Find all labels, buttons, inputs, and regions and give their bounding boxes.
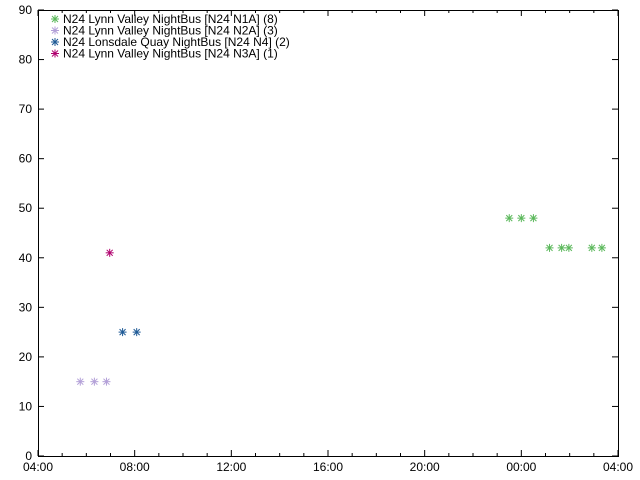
data-point [132,328,141,337]
data-point [505,214,514,223]
y-tick-label: 50 [19,201,33,215]
data-point [90,377,99,386]
y-tick-label: 10 [19,399,33,413]
x-axis-ticks: 04:00 08:00 12:00 16:00 20:00 00:00 04:00 [23,10,633,474]
legend-marker [51,15,59,23]
y-tick-label: 60 [19,152,33,166]
legend-marker [51,38,59,46]
data-point [517,214,526,223]
x-tick-label: 16:00 [313,460,343,474]
legend-marker [51,26,59,35]
y-tick-label: 90 [19,3,33,17]
legend-marker [51,49,59,58]
x-tick-label: 04:00 [603,460,633,474]
y-tick-label: 80 [19,53,33,67]
data-point [557,243,566,252]
y-axis-ticks: 0 10 20 30 40 50 60 70 80 90 [19,3,618,463]
x-tick-label: 00:00 [506,460,536,474]
data-point [102,377,111,386]
x-tick-label: 12:00 [216,460,246,474]
x-tick-label: 08:00 [120,460,150,474]
data-point [564,243,573,252]
x-tick-label: 20:00 [410,460,440,474]
data-point [76,377,85,386]
y-tick-label: 30 [19,300,33,314]
data-point [597,243,606,252]
data-point [545,243,554,252]
x-tick-label: 04:00 [23,460,53,474]
y-tick-label: 40 [19,251,33,265]
y-tick-label: 70 [19,102,33,116]
legend-label: N24 Lonsdale Quay NightBus [N24 N4] (2) [63,35,290,49]
data-point [529,214,538,223]
data-point [118,328,127,337]
legend-label: N24 Lynn Valley NightBus [N24 N1A] (8) [63,12,278,26]
legend-label: N24 Lynn Valley NightBus [N24 N2A] (3) [63,24,278,38]
data-point [587,243,596,252]
legend-label: N24 Lynn Valley NightBus [N24 N3A] (1) [63,47,278,61]
data-points [76,214,606,386]
plot-frame [38,10,619,457]
legend: N24 Lynn Valley NightBus [N24 N1A] (8)N2… [51,12,290,61]
data-point [105,248,114,257]
y-tick-label: 0 [25,449,32,463]
y-tick-label: 20 [19,350,33,364]
